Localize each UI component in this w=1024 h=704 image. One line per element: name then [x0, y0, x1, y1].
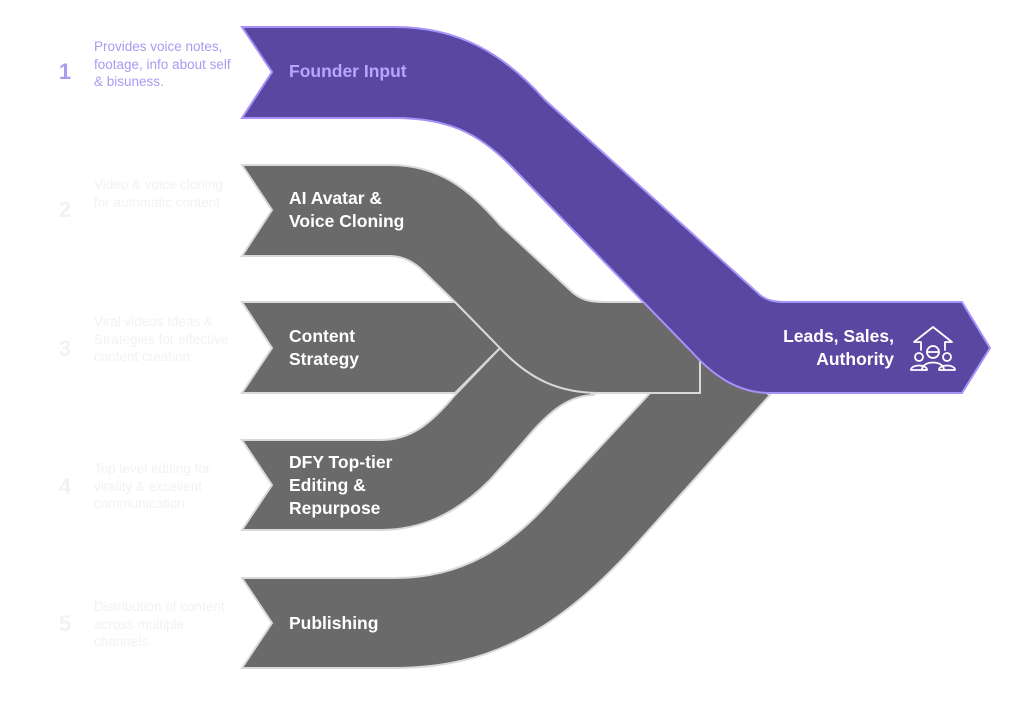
step-number-5: 5	[58, 611, 72, 636]
label-editing: DFY Top-tier Editing & Repurpose	[289, 452, 393, 518]
step-number-1: 1	[58, 59, 72, 84]
step-description-5: Distribution of content across multiple …	[94, 599, 225, 649]
step-description-1: Provides voice notes, footage, info abou…	[94, 39, 231, 89]
label-publishing: Publishing	[289, 613, 379, 633]
output-label: Leads, Sales, Authority	[783, 326, 894, 369]
step-description-2: Video & voice cloning for automatic cont…	[94, 177, 223, 210]
ribbon-founder-input	[240, 26, 992, 394]
label-ai-avatar: AI Avatar & Voice Cloning	[289, 188, 405, 231]
ribbon-editing	[240, 346, 596, 531]
step-number-4: 4	[58, 474, 72, 499]
step-number-2: 2	[58, 197, 72, 222]
label-founder-input: Founder Input	[289, 61, 407, 81]
ribbon-publishing	[240, 348, 772, 669]
ribbon-ai-avatar	[240, 164, 701, 394]
step-number-3: 3	[58, 336, 72, 361]
label-content-strategy: Content Strategy	[289, 326, 360, 369]
step-description-3: Viral videos Ideas & Strategies for effe…	[94, 314, 229, 364]
step-description-4: Top level editing for virality & excelle…	[94, 461, 211, 511]
growth-people-icon	[910, 326, 956, 371]
